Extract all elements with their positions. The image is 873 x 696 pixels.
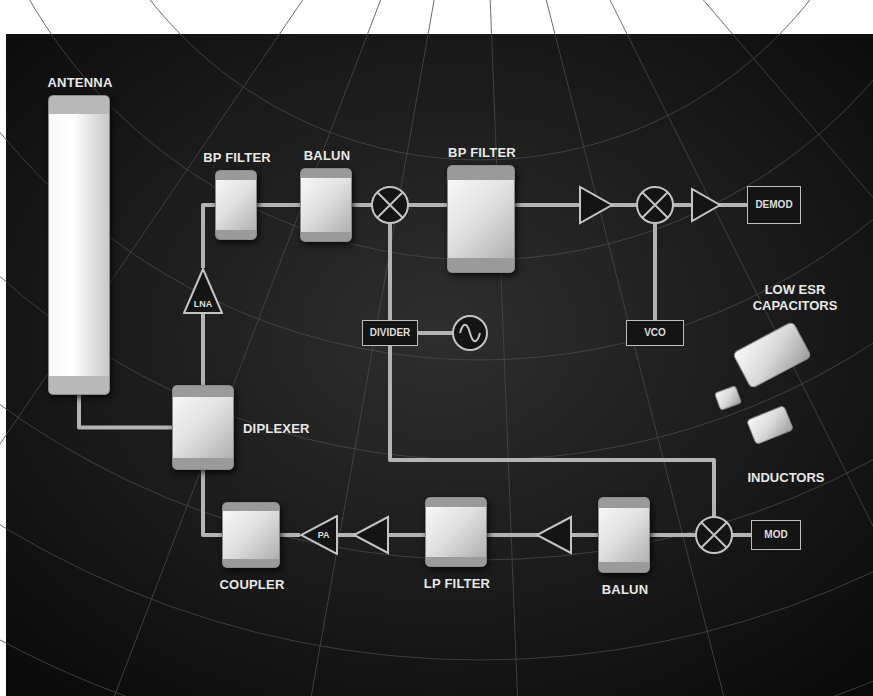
capacitor-photos [715, 321, 812, 444]
block-label: DEMOD [755, 199, 792, 211]
coupler-component: COUPLER [222, 502, 280, 568]
component-label: COUPLER [220, 577, 285, 592]
block-label: MOD [764, 529, 787, 541]
amplifier-triangle: PA [300, 515, 338, 555]
amplifier-outline [184, 269, 222, 313]
signal-wire [280, 533, 300, 537]
signal-wire [79, 395, 172, 428]
component-label: LOW ESR CAPACITORS [734, 282, 856, 314]
filter-component: LP FILTER [425, 497, 487, 567]
signal-wire [201, 314, 205, 385]
balun-component: BALUN [598, 497, 650, 573]
vco-block: VCO [626, 320, 684, 346]
signal-wire [203, 470, 222, 535]
component-label: INDUCTORS [747, 470, 824, 486]
oscillator-symbol [453, 316, 487, 350]
antenna-component: ANTENNA [48, 95, 110, 395]
component-label: BP FILTER [448, 145, 516, 160]
amplifier-label: PA [318, 530, 330, 540]
dark-ground [6, 34, 873, 696]
diplexer-component: DIPLEXER [172, 385, 234, 470]
component-label: BALUN [602, 582, 649, 597]
block-label: DIVIDER [370, 327, 411, 339]
component-label: ANTENNA [48, 75, 113, 90]
filter-component: BP FILTER [215, 170, 257, 240]
component-label: LP FILTER [424, 576, 490, 591]
signal-wire [203, 205, 215, 268]
signal-wires [338, 205, 760, 535]
signal-wire [257, 203, 300, 207]
amplifier-symbols [354, 187, 720, 553]
balun-component: BALUN [300, 168, 352, 242]
amplifier-label: LNA [194, 299, 213, 309]
component-label: BALUN [304, 148, 351, 163]
demod-block: DEMOD [747, 186, 801, 224]
divider-block: DIVIDER [362, 320, 418, 346]
amplifier-triangle: LNA [183, 268, 223, 314]
filter-component: BP FILTER [447, 165, 515, 273]
block-label: VCO [644, 327, 666, 339]
component-label: DIPLEXER [243, 421, 310, 436]
mod-block: MOD [751, 520, 801, 550]
component-label: BP FILTER [203, 150, 271, 165]
amplifier-outline [301, 516, 337, 554]
